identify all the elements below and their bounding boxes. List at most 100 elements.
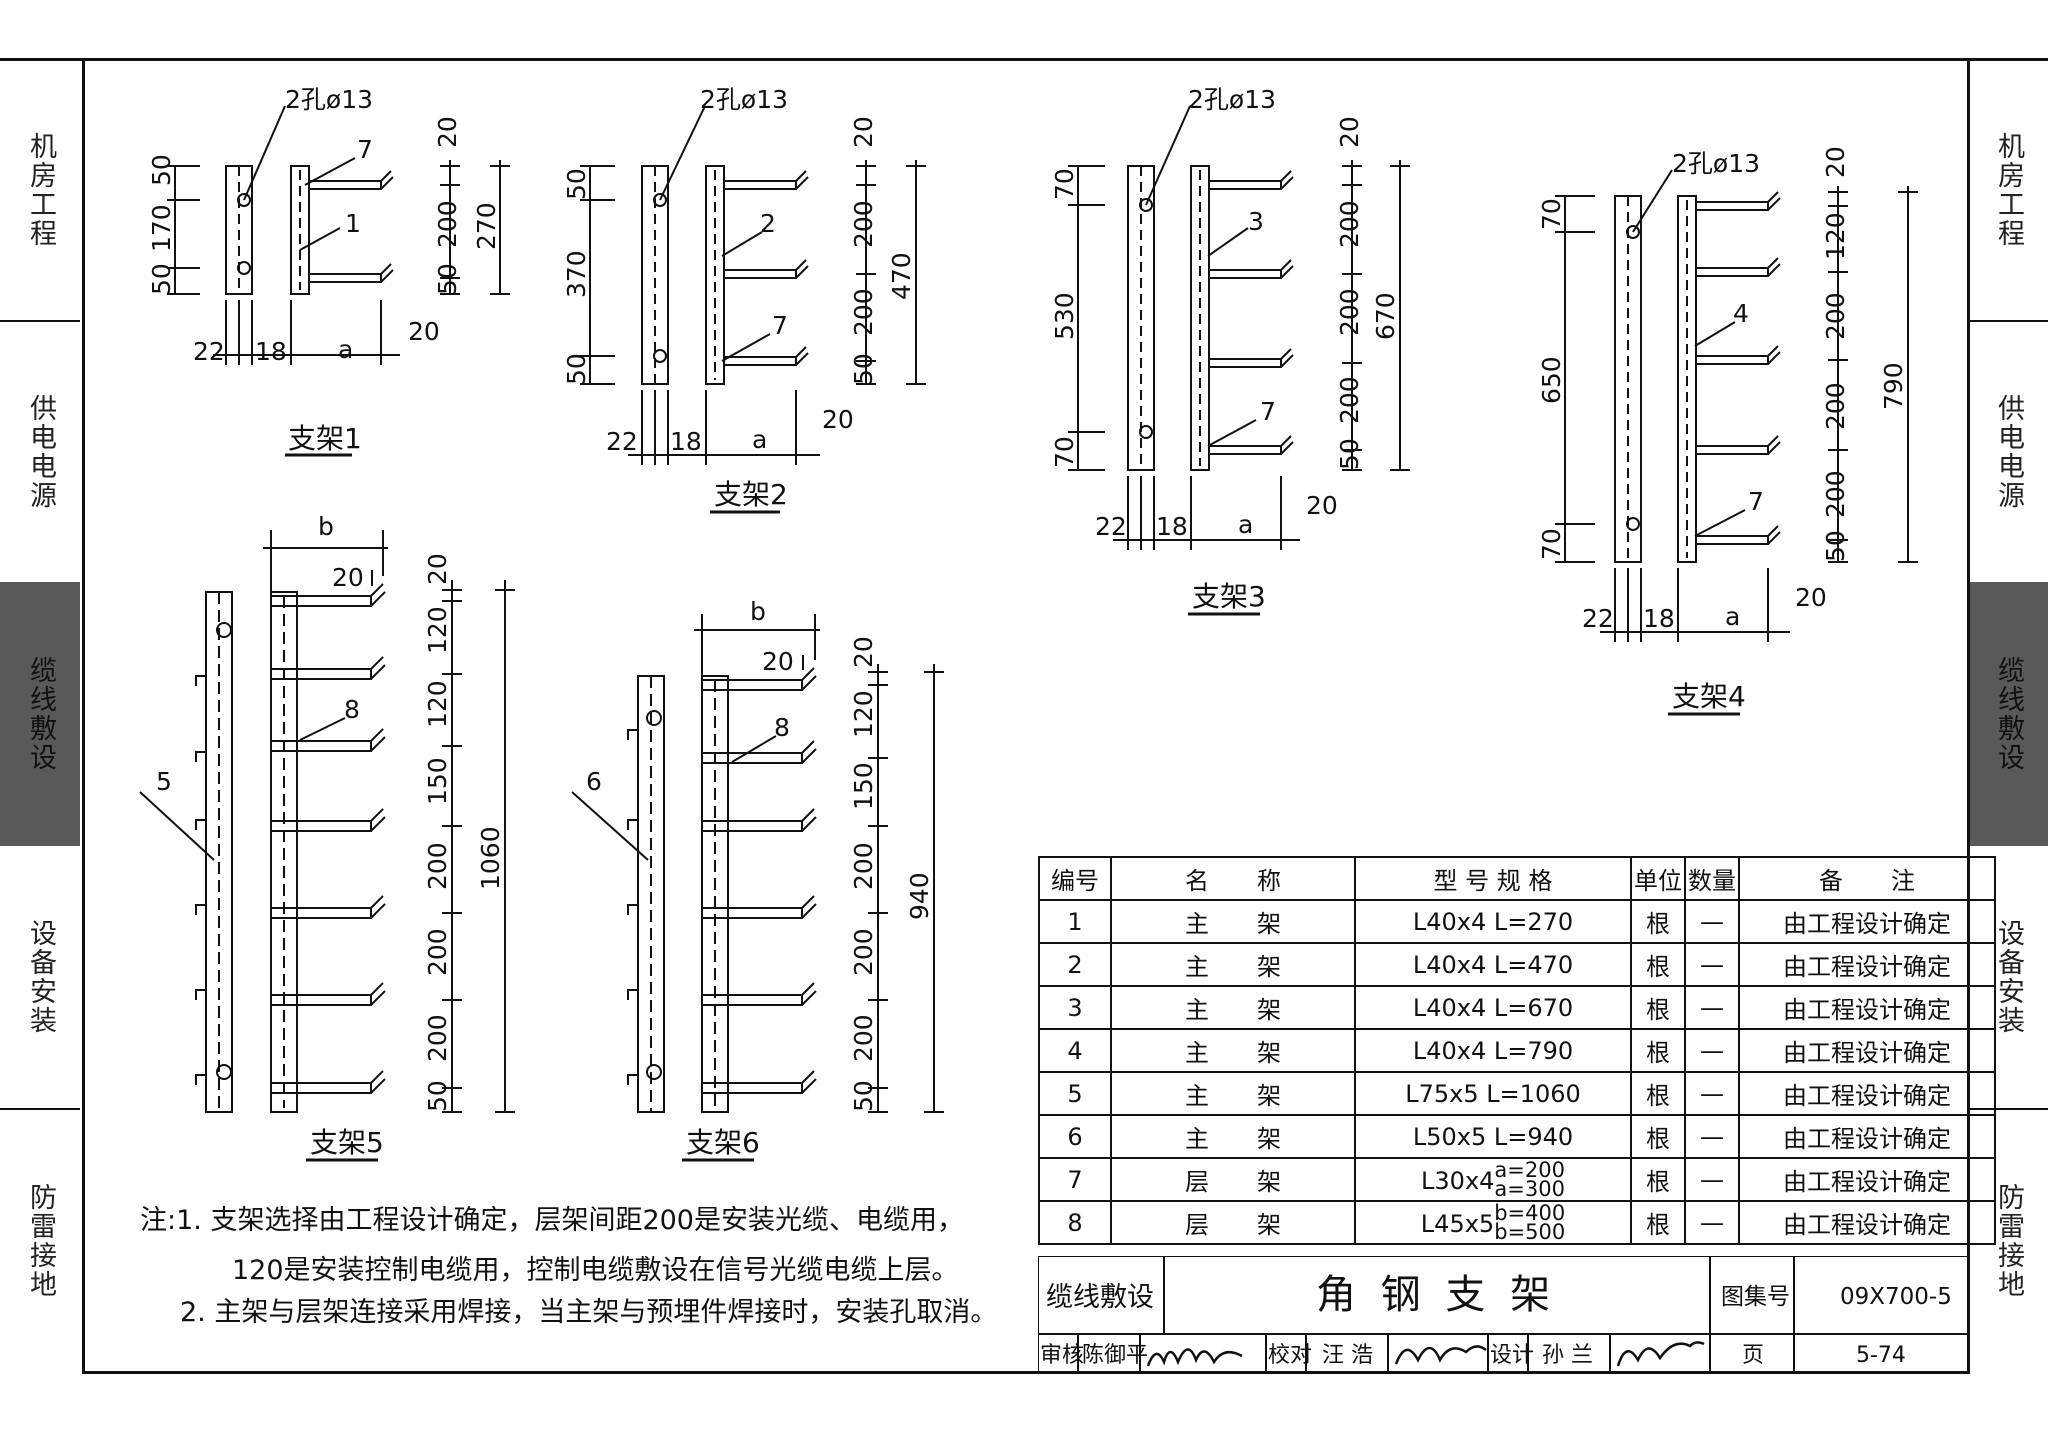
- b5-caption: 支架5: [310, 1126, 384, 1159]
- right-tab-2[interactable]: 供电电源: [1968, 320, 2048, 582]
- bom-qty: —: [1684, 1071, 1740, 1116]
- bom-header-unit: 单位: [1630, 856, 1686, 901]
- bom-spec-main: L30x4: [1421, 1166, 1495, 1195]
- bom-name: 主 架: [1110, 1114, 1356, 1159]
- bom-name: 主 架: [1110, 899, 1356, 944]
- bracket-4: [1555, 169, 1918, 642]
- tb-checker: 汪 浩: [1322, 1343, 1373, 1368]
- b1-caption: 支架1: [288, 422, 362, 455]
- bom-remark: 由工程设计确定: [1738, 942, 1996, 987]
- table-row: 1 主 架 L40x4 L=270 根 — 由工程设计确定: [1038, 899, 1996, 944]
- bom-remark: 由工程设计确定: [1738, 1157, 1996, 1202]
- right-tab-3-active[interactable]: 缆线敷设: [1968, 582, 2048, 846]
- bom-header-qty: 数量: [1684, 856, 1740, 901]
- b4-dim-bottom-0: 22: [1582, 604, 1614, 633]
- b3-dim-left-0: 70: [1050, 168, 1079, 200]
- right-tab-5[interactable]: 防雷接地: [1968, 1108, 2048, 1372]
- bom-no: 4: [1038, 1028, 1112, 1073]
- bracket-5: [139, 530, 515, 1113]
- b5-dim-right-6: 200: [423, 1014, 452, 1062]
- b3-dim-right-0: 20: [1335, 116, 1364, 148]
- b2-dim-total: 470: [887, 252, 916, 300]
- bom-spec-a: b=400: [1494, 1200, 1566, 1225]
- b5-dim-right-1: 120: [423, 606, 452, 654]
- b6-dim-20: 20: [762, 647, 794, 676]
- right-tab-2-label: 供电电源: [1993, 394, 2024, 510]
- left-tab-3-active[interactable]: 缆线敷设: [0, 582, 80, 846]
- checker-signature: [1394, 1345, 1487, 1365]
- b6-tier-no: 8: [774, 713, 790, 742]
- left-tab-3-label: 缆线敷设: [25, 656, 56, 772]
- b3-dim-right-3: 200: [1335, 376, 1364, 424]
- bom-qty: —: [1684, 1028, 1740, 1073]
- bom-qty: —: [1684, 942, 1740, 987]
- b6-dim-total: 940: [905, 872, 934, 920]
- b1-dim-right-1: 200: [433, 200, 462, 248]
- b3-dim-bottom-1: 18: [1156, 512, 1188, 541]
- left-tab-5[interactable]: 防雷接地: [0, 1108, 80, 1372]
- bom-unit: 根: [1630, 1157, 1686, 1202]
- tb-section: 缆线敷设: [1046, 1282, 1154, 1313]
- bom-spec: L75x5 L=1060: [1354, 1071, 1632, 1116]
- bom-name: 主 架: [1110, 1028, 1356, 1073]
- left-tab-5-label: 防雷接地: [25, 1183, 56, 1299]
- bom-qty: —: [1684, 985, 1740, 1030]
- reviewer-signature: [1146, 1348, 1243, 1367]
- b4-dim-left-0: 70: [1537, 198, 1566, 230]
- left-tab-4[interactable]: 设备安装: [0, 846, 80, 1108]
- b4-dim-right-2: 200: [1821, 292, 1850, 340]
- note-line-3: 2. 主架与层架连接采用焊接，当主架与预埋件焊接时，安装孔取消。: [180, 1297, 998, 1328]
- bom-no: 3: [1038, 985, 1112, 1030]
- b3-dim-right-2: 200: [1335, 288, 1364, 336]
- tb-page-label: 页: [1742, 1343, 1764, 1368]
- bom-unit: 根: [1630, 1071, 1686, 1116]
- bom-name: 主 架: [1110, 942, 1356, 987]
- b2-dim-bottom-1: 18: [670, 427, 702, 456]
- bom-remark: 由工程设计确定: [1738, 1071, 1996, 1116]
- b2-dim-left-1: 370: [562, 250, 591, 298]
- tb-reviewer: 陈御平: [1082, 1343, 1148, 1368]
- b1-hole-label: 2孔ø13: [285, 85, 373, 114]
- tb-check-label: 校对: [1268, 1343, 1312, 1368]
- bom-no: 2: [1038, 942, 1112, 987]
- b4-tier-no: 7: [1748, 487, 1764, 516]
- bom-name: 主 架: [1110, 985, 1356, 1030]
- bracket-3: [1068, 105, 1410, 550]
- b3-tier-no: 7: [1260, 397, 1276, 426]
- right-tab-1[interactable]: 机房工程: [1968, 60, 2048, 320]
- b3-dim-left-2: 70: [1050, 436, 1079, 468]
- b3-dim-bottom-3: 20: [1306, 491, 1338, 520]
- b6-dim-right-0: 20: [849, 636, 878, 668]
- bom-qty: —: [1684, 1157, 1740, 1202]
- b1-main-no: 1: [345, 209, 361, 238]
- b4-dim-bottom-2: a: [1725, 602, 1740, 631]
- b1-dim-left-2: 50: [147, 263, 176, 295]
- bom-name: 层 架: [1110, 1200, 1356, 1245]
- tb-page-no: 5-74: [1856, 1343, 1906, 1368]
- b5-dim-right-5: 200: [423, 928, 452, 976]
- bom-spec: L40x4 L=790: [1354, 1028, 1632, 1073]
- bom-header-spec: 型 号 规 格: [1354, 856, 1632, 901]
- b2-tier-no: 7: [772, 311, 788, 340]
- left-tab-2[interactable]: 供电电源: [0, 320, 80, 582]
- bom-no: 8: [1038, 1200, 1112, 1245]
- right-tab-4[interactable]: 设备安装: [1968, 846, 2048, 1108]
- b5-dim-right-3: 150: [423, 757, 452, 805]
- bom-unit: 根: [1630, 899, 1686, 944]
- right-tab-3-label: 缆线敷设: [1993, 656, 2024, 772]
- bom-remark: 由工程设计确定: [1738, 1114, 1996, 1159]
- bracket-2: [580, 105, 926, 465]
- b2-dim-bottom-0: 22: [606, 427, 638, 456]
- b5-dim-total: 1060: [476, 826, 505, 890]
- b6-dim-b: b: [750, 597, 766, 626]
- b2-dim-right-2: 200: [849, 288, 878, 336]
- left-tab-1[interactable]: 机房工程: [0, 60, 80, 320]
- bom-spec: L50x5 L=940: [1354, 1114, 1632, 1159]
- b6-dim-right-6: 50: [849, 1080, 878, 1112]
- bom-table: 编号 名 称 型 号 规 格 单位 数量 备 注 1 主 架 L40x4 L=2…: [1038, 856, 1996, 1245]
